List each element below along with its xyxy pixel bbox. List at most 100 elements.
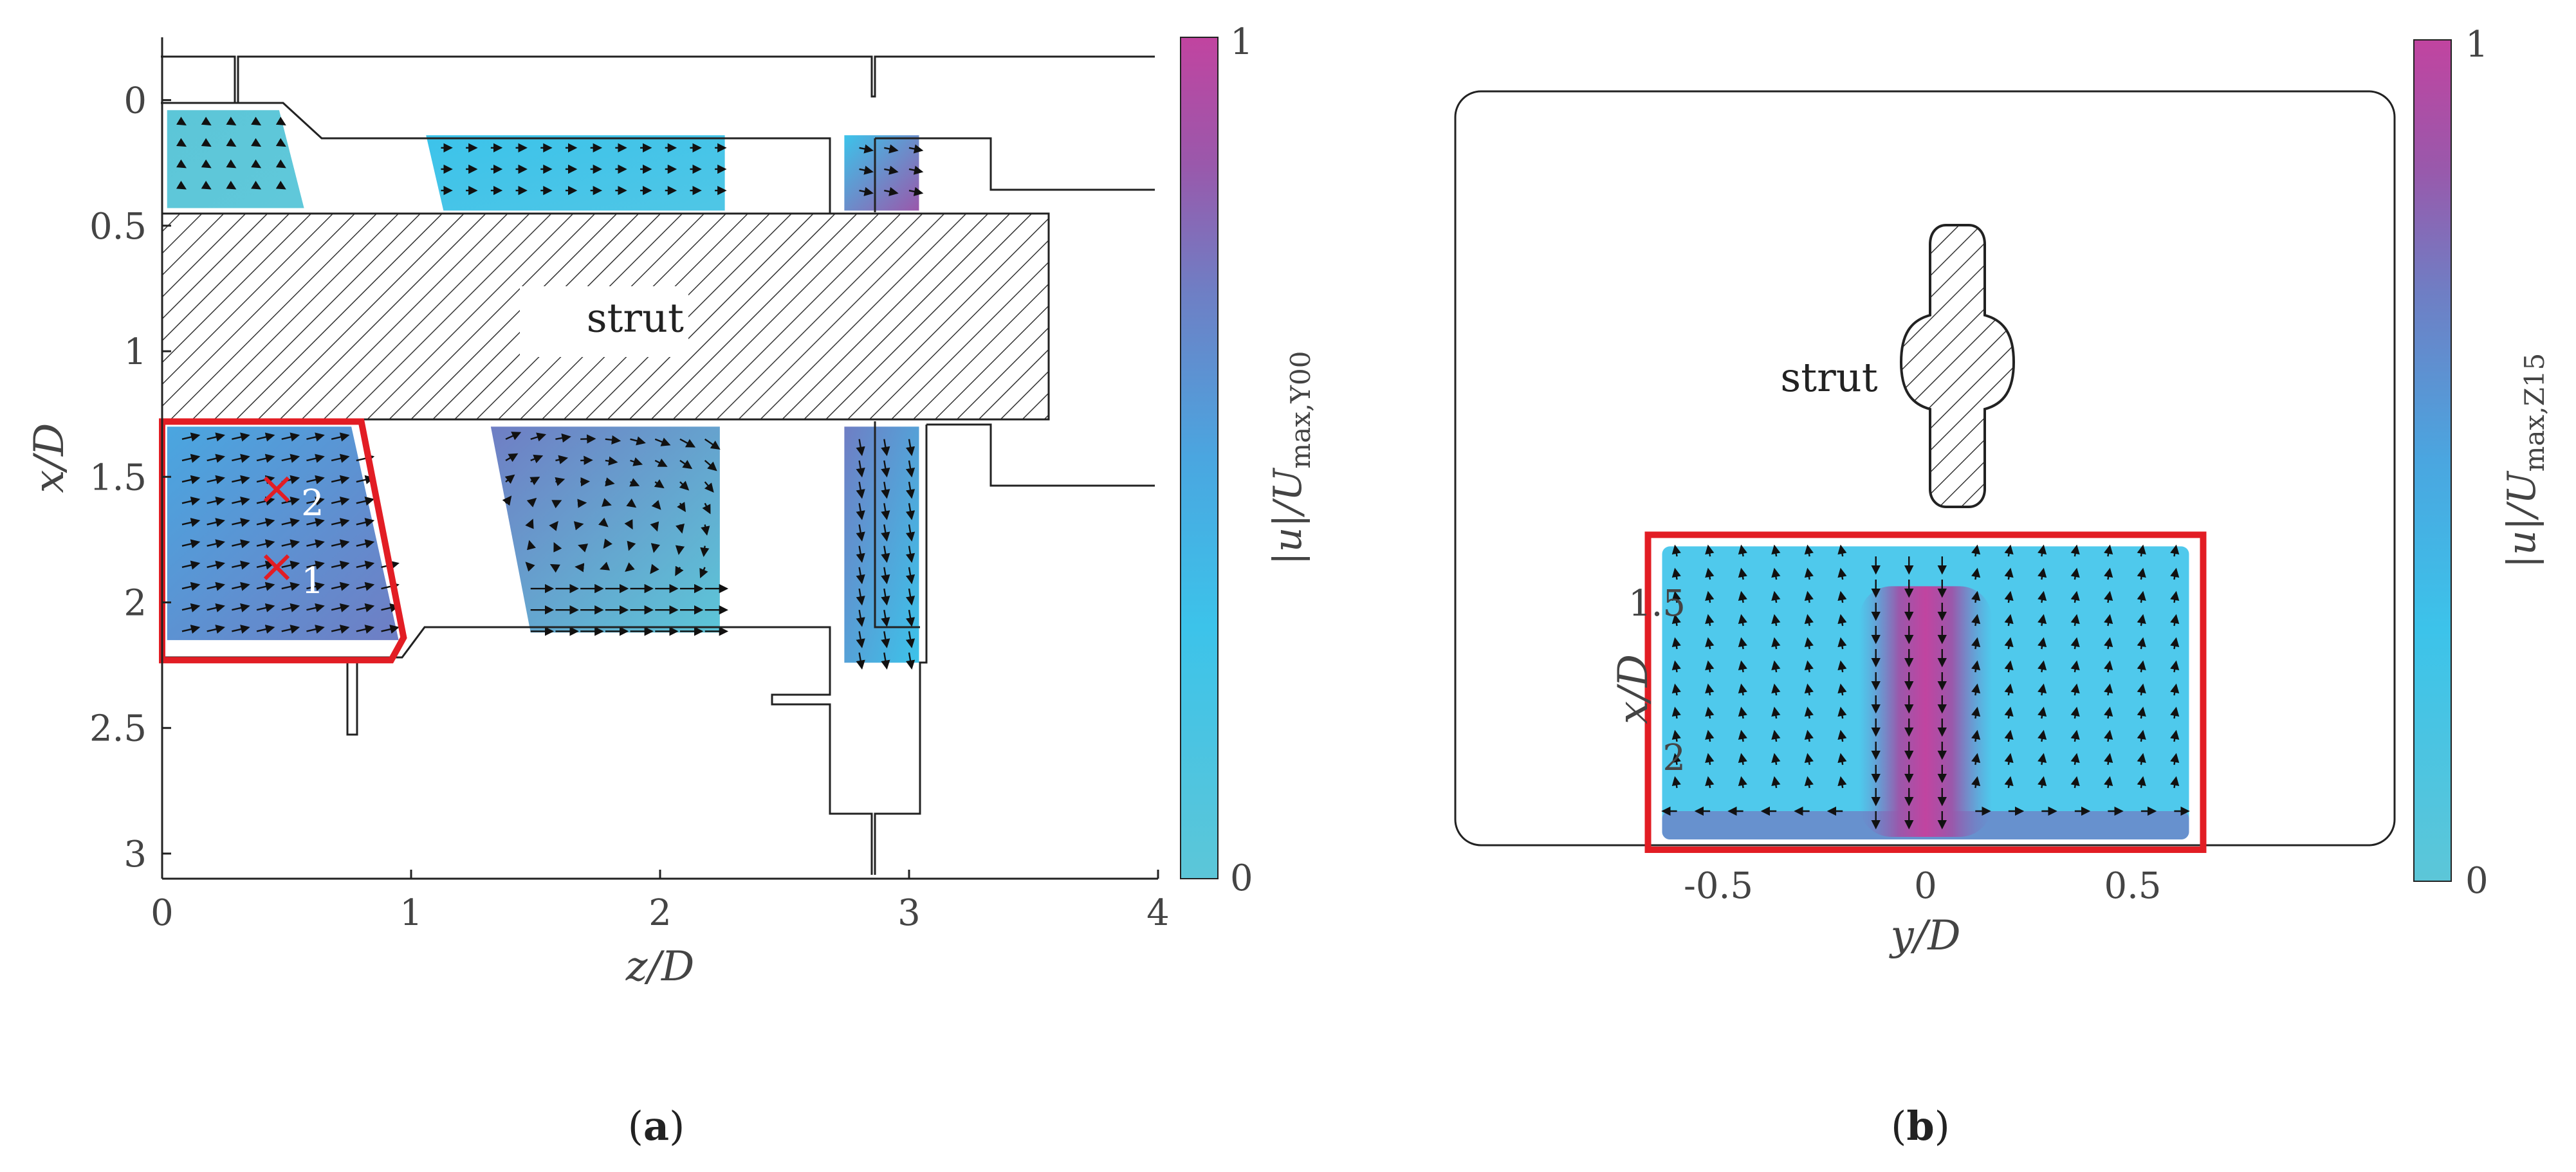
a-arrow — [275, 116, 286, 125]
b-arrow — [1671, 706, 1681, 719]
a-arrow — [281, 453, 300, 463]
b-arrow — [1804, 614, 1814, 627]
b-arrow — [1837, 683, 1847, 696]
b-arrow — [1971, 683, 1981, 696]
b-arrow — [1771, 753, 1781, 765]
b-arrow — [1705, 706, 1715, 719]
a-arrow — [856, 567, 865, 585]
b-arrow — [1837, 729, 1847, 742]
a-arrow — [856, 460, 865, 478]
a-arrow — [626, 499, 637, 508]
a-colorbar-min-label: 0 — [1230, 857, 1253, 899]
a-arrow — [624, 519, 633, 530]
a-arrow — [256, 432, 275, 442]
a-arrow — [525, 562, 535, 572]
b-arrow — [2004, 660, 2014, 673]
a-arrow — [256, 625, 275, 634]
a-arrow — [630, 436, 646, 446]
b-arrow — [1705, 591, 1715, 603]
b-arrow — [2038, 614, 2047, 627]
b-arrow — [2170, 567, 2180, 580]
a-arrow — [905, 439, 915, 457]
a-arrow — [281, 432, 300, 442]
a-arrow — [331, 625, 350, 634]
b-arrow — [2104, 567, 2113, 580]
a-arrow — [578, 544, 589, 553]
a-arrow — [356, 496, 375, 506]
a-arrow — [331, 603, 350, 612]
a-arrow — [881, 631, 890, 648]
b-arrow — [2170, 683, 2180, 696]
a-arrow — [654, 437, 671, 446]
b-arrow — [2004, 637, 2014, 650]
a-arrow — [306, 539, 325, 549]
b-arrow — [2070, 660, 2080, 673]
a-arrow — [881, 439, 890, 457]
a-arrow — [201, 159, 212, 169]
b-arrow — [1671, 567, 1681, 580]
a-arrow — [699, 567, 708, 578]
a-arrow — [232, 475, 250, 484]
a-arrow — [704, 459, 717, 472]
a-arrow — [256, 518, 275, 527]
a-arrow — [201, 138, 212, 147]
a-arrow — [331, 518, 350, 527]
b-arrow — [1771, 706, 1781, 719]
a-arrow — [251, 116, 262, 125]
b-arrow — [1738, 614, 1747, 627]
a-arrow — [555, 433, 571, 443]
a-arrow — [701, 524, 710, 536]
b-colorbar-max-label: 1 — [2465, 24, 2489, 66]
a-arrow — [181, 432, 201, 442]
b-arrow — [2137, 614, 2146, 627]
a-arrow — [577, 499, 587, 508]
b-y-tick-label: 2 — [1662, 737, 1686, 779]
a-arrow — [176, 180, 187, 190]
a-arrow — [856, 439, 865, 457]
b-arrow — [2004, 776, 2014, 789]
a-x-tick-label: 1 — [400, 892, 423, 934]
b-arrow — [2070, 753, 2080, 765]
b-colorbar — [2413, 39, 2452, 882]
b-arrow — [2038, 729, 2047, 742]
a-arrow — [856, 631, 865, 648]
b-arrow — [1971, 776, 1981, 789]
a-arrow — [505, 453, 519, 462]
a-arrow — [504, 474, 515, 484]
b-x-tick-label: -0.5 — [1684, 865, 1753, 907]
a-arrow — [505, 432, 522, 441]
b-flow-field — [1662, 546, 2189, 839]
a-arrow — [281, 581, 300, 591]
b-arrow — [2070, 544, 2080, 557]
a-arrow — [526, 497, 537, 508]
b-arrow — [1771, 729, 1781, 742]
a-colorbar-max-label: 1 — [1230, 21, 1253, 63]
b-arrow — [1804, 753, 1814, 765]
b-arrow — [1671, 544, 1681, 557]
b-jet — [1859, 586, 1992, 837]
b-arrow — [2004, 706, 2014, 719]
a-arrow — [603, 538, 612, 549]
a-arrow — [232, 518, 250, 527]
a-arrow — [905, 524, 915, 542]
b-arrow — [2170, 776, 2180, 789]
a-arrow — [630, 457, 643, 466]
a-y-tick-label: 0.5 — [89, 206, 147, 248]
a-arrow — [905, 610, 915, 627]
b-arrow — [1771, 567, 1781, 580]
b-arrow — [1738, 706, 1747, 719]
b-arrow — [1705, 614, 1715, 627]
a-strut-label-box — [520, 286, 688, 357]
a-arrow — [201, 116, 212, 125]
b-arrow — [1837, 776, 1847, 789]
b-arrow — [2137, 591, 2146, 603]
a-arrow — [281, 625, 300, 634]
b-arrow — [2170, 637, 2180, 650]
a-arrow — [356, 539, 375, 549]
probe-marker — [263, 476, 290, 502]
b-arrow — [1771, 660, 1781, 673]
b-strut-body — [1899, 224, 2016, 508]
b-arrow — [1804, 591, 1814, 603]
a-y-tick-label: 3 — [124, 834, 147, 875]
caption-b: (b) — [1891, 1103, 1950, 1149]
